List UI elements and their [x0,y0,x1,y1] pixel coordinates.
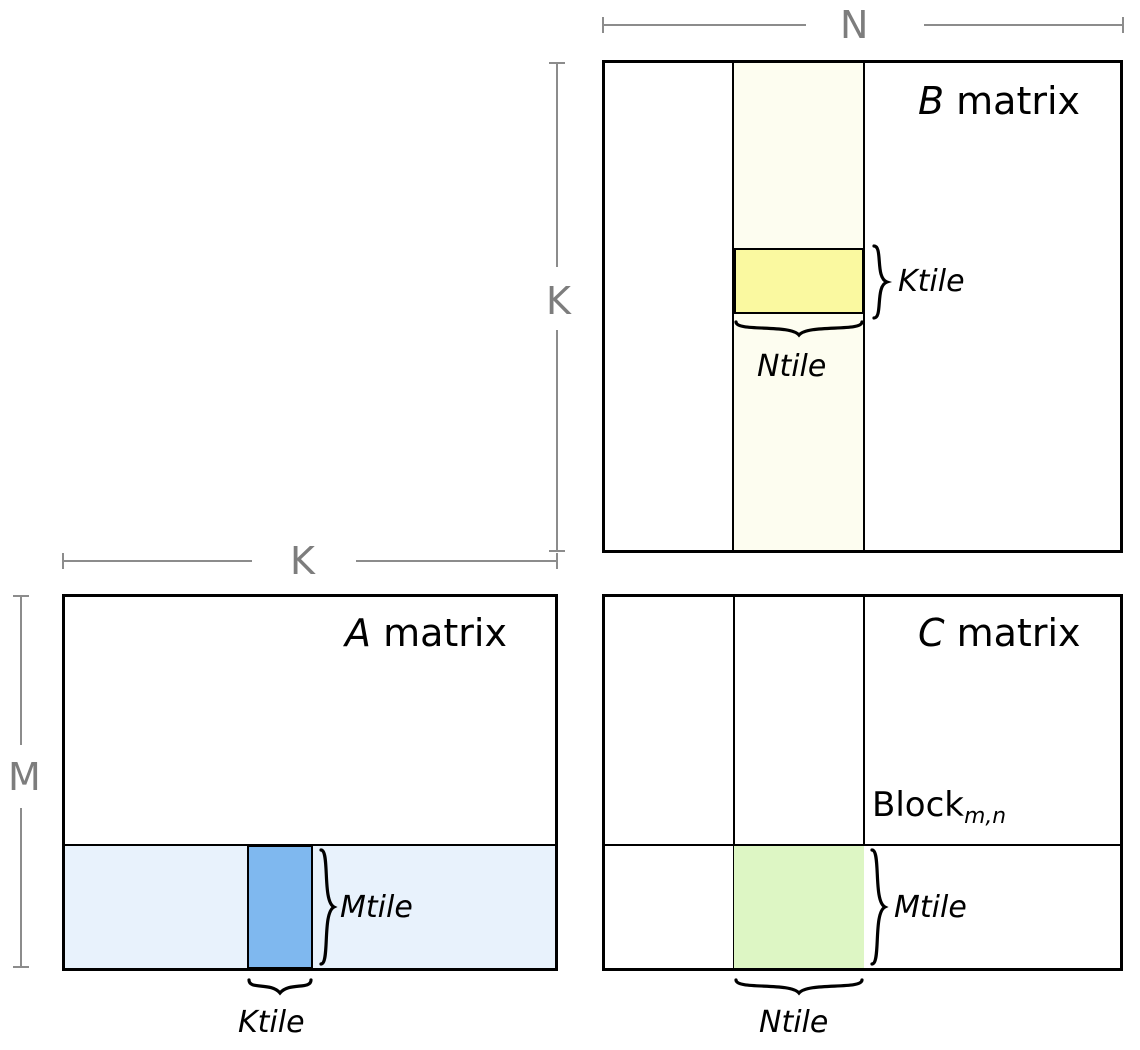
dimension-n-line-left [602,24,806,26]
dimension-m-cap-top [13,595,29,597]
matrix-b-title-suffix: matrix [944,79,1081,123]
matrix-a-ktile-label: Ktile [238,1005,305,1040]
matrix-c-mtile-label: Mtile [894,890,967,925]
matrix-c-row-divider-line [605,844,1120,846]
matrix-a-title: A matrix [345,611,507,655]
matrix-c-block-label-subscript: m,n [964,803,1007,829]
matrix-b-tile [734,248,864,314]
matrix-b-strip-left-line [732,63,734,550]
dimension-n-line-right [924,24,1124,26]
dimension-m-label: M [8,755,41,799]
dimension-k-h-cap-left [62,553,64,569]
dimension-n-label: N [840,3,869,47]
dimension-k-vertical-label: K [546,279,571,323]
matrix-c-tile [734,846,864,968]
matrix-c-mtile-brace [868,848,894,966]
matrix-b-ntile-brace [734,318,864,344]
matrix-a-title-letter: A [345,611,371,655]
dimension-m-line-bottom [20,808,22,968]
matrix-c-column-right-line [863,597,865,844]
matrix-b-ntile-label: Ntile [757,349,827,384]
matrix-c-column-left-line [733,597,735,968]
dimension-k-horizontal-label: K [290,539,315,583]
dimension-k-h-cap-right [556,553,558,569]
matrix-c-ntile-brace [734,976,864,1002]
matrix-c-title-letter: C [918,611,945,655]
dimension-k-h-line-left [62,560,252,562]
matrix-c-title: C matrix [918,611,1081,655]
dimension-k-line-bottom [556,330,558,552]
matrix-c-title-suffix: matrix [944,611,1081,655]
dimension-k-cap-bottom [549,550,565,552]
matrix-b-ktile-brace [870,244,896,320]
matrix-a-tile [247,845,313,969]
dimension-k-h-line-right [356,560,558,562]
dimension-n-cap-left [602,17,604,33]
matrix-b-ktile-label: Ktile [898,264,965,299]
matrix-b-strip-right-line [863,63,865,550]
dimension-m-cap-bottom [13,966,29,968]
dimension-n-cap-right [1122,17,1124,33]
matrix-b-title-letter: B [918,79,945,123]
matrix-a-mtile-label: Mtile [340,890,413,925]
matrix-a-mtile-brace [317,848,343,966]
matrix-c-block-label-base: Block [872,785,964,825]
matrix-a-ktile-brace [247,976,313,1002]
dimension-k-line-top [556,62,558,267]
dimension-m-line-top [20,595,22,745]
matrix-b-title: B matrix [918,79,1080,123]
dimension-k-cap-top [549,62,565,64]
matrix-c-ntile-label: Ntile [759,1005,829,1040]
matrix-c-block-label: Blockm,n [872,785,1006,827]
matrix-a-title-suffix: matrix [371,611,507,655]
